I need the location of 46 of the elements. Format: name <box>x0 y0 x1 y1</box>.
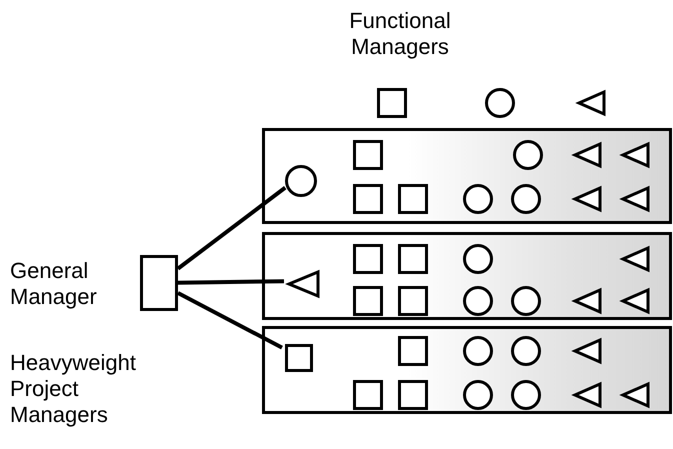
circle-symbol <box>511 184 541 214</box>
circle-symbol <box>285 165 317 197</box>
triangle-symbol <box>573 140 603 170</box>
node-caption: General Manager <box>10 258 98 310</box>
circle-symbol <box>511 336 541 366</box>
circle-symbol <box>463 184 493 214</box>
circle-symbol <box>463 336 493 366</box>
square-symbol <box>398 286 428 316</box>
square-symbol <box>353 244 383 274</box>
square-symbol <box>377 88 407 118</box>
triangle-symbol <box>621 244 651 274</box>
triangle-symbol <box>573 286 603 316</box>
circle-symbol <box>463 286 493 316</box>
square-symbol <box>398 244 428 274</box>
team-band <box>262 232 672 320</box>
square-symbol <box>140 255 178 311</box>
square-symbol <box>398 380 428 410</box>
square-symbol <box>285 344 313 372</box>
connector-line <box>177 291 283 350</box>
triangle-symbol <box>621 286 651 316</box>
circle-symbol <box>513 140 543 170</box>
group-label: Heavyweight Project Managers <box>10 350 137 428</box>
triangle-symbol <box>287 268 321 300</box>
square-symbol <box>398 336 428 366</box>
square-symbol <box>353 184 383 214</box>
team-band <box>262 128 672 224</box>
triangle-symbol <box>573 184 603 214</box>
square-symbol <box>398 184 428 214</box>
circle-symbol <box>511 380 541 410</box>
group-label: Functional Managers <box>348 8 452 60</box>
triangle-symbol <box>573 336 603 366</box>
triangle-symbol <box>573 380 603 410</box>
triangle-symbol <box>577 88 607 118</box>
triangle-symbol <box>621 380 651 410</box>
connector-line <box>178 279 284 285</box>
triangle-symbol <box>621 184 651 214</box>
square-symbol <box>353 380 383 410</box>
circle-symbol <box>463 380 493 410</box>
square-symbol <box>353 286 383 316</box>
triangle-symbol <box>621 140 651 170</box>
connector-line <box>176 186 286 270</box>
team-band <box>262 326 672 414</box>
circle-symbol <box>511 286 541 316</box>
circle-symbol <box>485 88 515 118</box>
circle-symbol <box>463 244 493 274</box>
square-symbol <box>353 140 383 170</box>
